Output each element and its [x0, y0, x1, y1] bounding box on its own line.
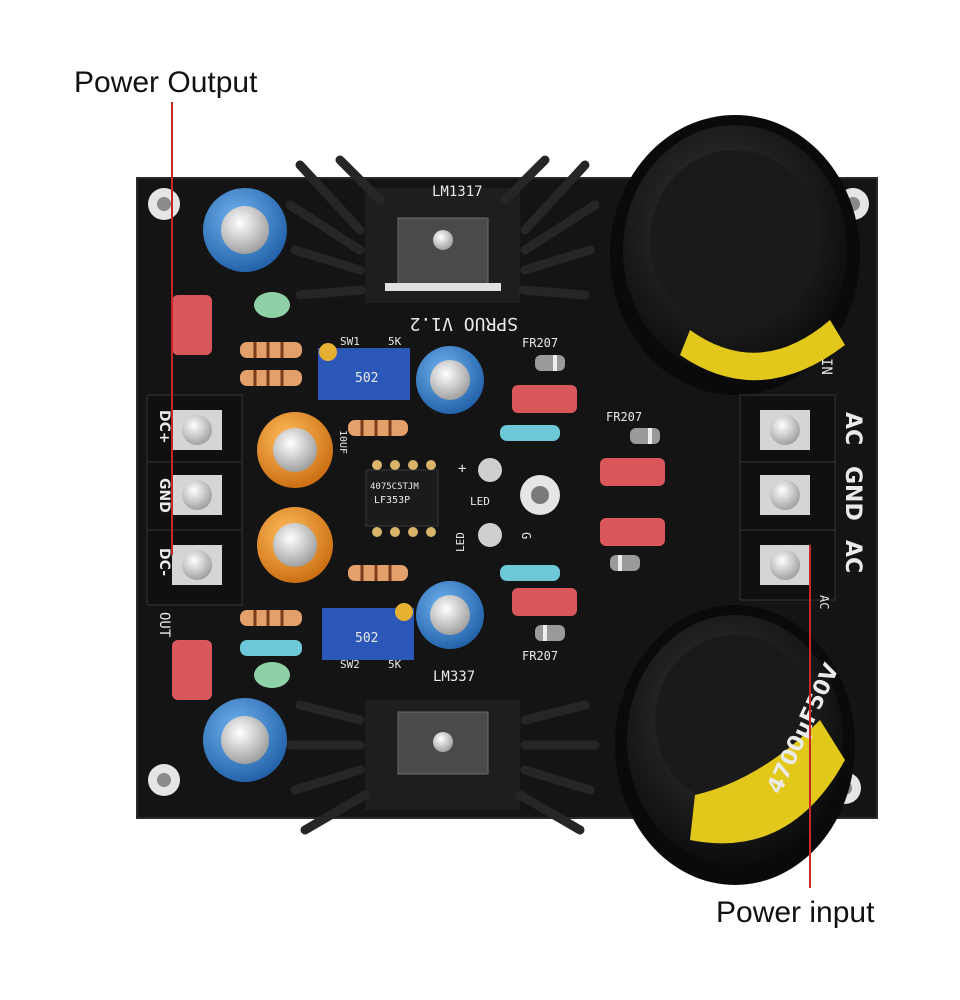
opamp-chip: 4075C5TJM LF353P: [365, 460, 439, 537]
film-capacitors: [172, 295, 665, 700]
diodes: [535, 355, 660, 641]
label-term-ac-2: AC: [840, 540, 865, 573]
label-led-plus: LED: [470, 495, 490, 508]
label-term-gnd: GND: [840, 466, 865, 521]
trimmer-potentiometers: 502 502: [318, 343, 414, 660]
label-out-gnd: GND: [156, 478, 172, 513]
label-diode-2: FR207: [606, 410, 642, 424]
output-terminal-block: [146, 394, 243, 606]
label-sw1: SW1: [340, 335, 360, 348]
label-out-dc-plus: DC+: [156, 410, 172, 444]
label-in-mark: IN: [818, 358, 834, 375]
label-plus-sign: +: [458, 461, 466, 477]
pot-code-top: 502: [355, 371, 378, 386]
label-term-ac-1: AC: [840, 412, 865, 445]
label-diode-3: FR207: [522, 649, 558, 663]
label-diode-1: FR207: [522, 336, 558, 350]
label-sw2: SW2: [340, 658, 360, 671]
label-led-minus: LED: [454, 532, 467, 552]
filter-capacitor-bottom: 4700µF50V: [615, 605, 855, 885]
ic-marking-line1: 4075C5TJM: [370, 482, 419, 492]
label-cap-value: 10UF: [337, 430, 348, 454]
label-pot-top-value: 5K: [388, 335, 402, 348]
power-output-label: Power Output: [74, 66, 258, 99]
ic-marking-line2: LF353P: [374, 495, 410, 506]
filter-capacitor-top: [610, 115, 860, 395]
label-term-ac-3: AC: [817, 595, 831, 609]
label-version: SPRUO V1.2: [410, 313, 518, 334]
label-reg-bottom: LM337: [433, 669, 475, 685]
label-out-mark: OUT: [156, 612, 172, 638]
heatsink-top: [285, 155, 600, 303]
label-reg-top: LM1317: [432, 184, 483, 200]
label-pot-bottom-value: 5K: [388, 658, 402, 671]
callout-lines: [171, 102, 811, 888]
power-input-label: Power input: [716, 896, 875, 929]
leds: [478, 458, 502, 547]
electrolytic-capacitors: [203, 188, 484, 782]
label-g-mark: G: [519, 532, 533, 539]
input-terminal-block: [739, 394, 836, 601]
heatsink-bottom: [285, 700, 600, 835]
pot-code-bottom: 502: [355, 631, 378, 646]
silkscreen-labels: LM1317 LM337 SPRUO V1.2 SW1 5K SW2 5K FR…: [156, 184, 865, 685]
label-out-dc-minus: DC-: [156, 548, 172, 576]
resistors: [240, 292, 560, 688]
